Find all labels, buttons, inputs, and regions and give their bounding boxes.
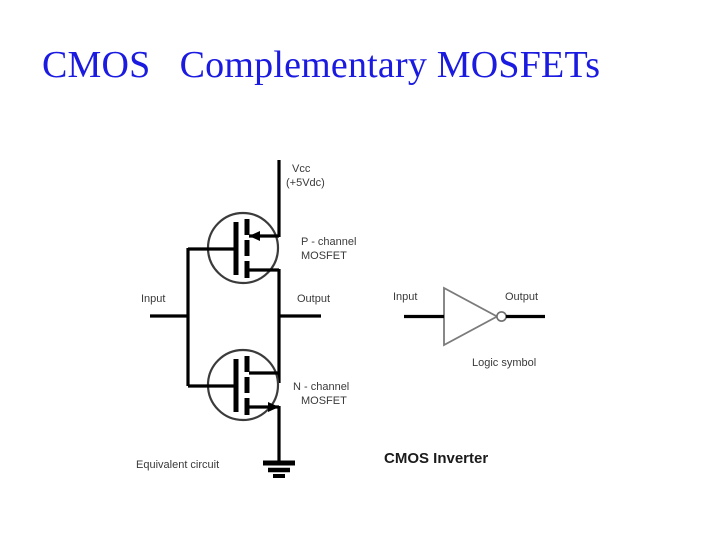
equivalent-circuit-caption: Equivalent circuit <box>136 459 219 471</box>
logic-symbol-caption: Logic symbol <box>472 357 536 369</box>
figure-caption: CMOS Inverter <box>384 450 488 467</box>
input-label: Input <box>141 293 165 305</box>
pmos-label-line2: MOSFET <box>301 250 347 262</box>
ground-icon <box>263 460 295 478</box>
vcc-label-line2: (+5Vdc) <box>286 177 325 189</box>
logic-output-label: Output <box>505 291 538 303</box>
vcc-label-line1: Vcc <box>292 163 311 175</box>
pmos-label-line1: P - channel <box>301 236 356 248</box>
output-label: Output <box>297 293 330 305</box>
page-title: CMOS Complementary MOSFETs <box>42 44 601 86</box>
inversion-bubble-icon <box>496 311 507 322</box>
n-channel-mosfet-icon <box>188 348 280 422</box>
nmos-label-line2: MOSFET <box>301 395 347 407</box>
inverter-triangle-icon <box>443 286 499 347</box>
nmos-label-line1: N - channel <box>293 381 349 393</box>
p-channel-mosfet-icon <box>188 211 280 285</box>
logic-input-label: Input <box>393 291 417 303</box>
